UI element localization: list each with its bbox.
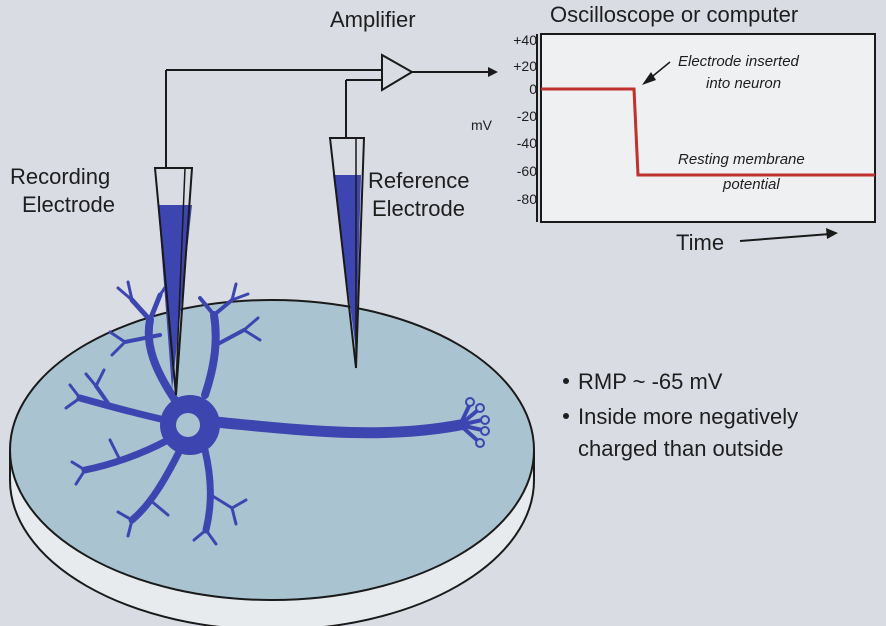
amplifier-label: Amplifier: [330, 7, 416, 32]
bullet-inside-negative-line2: charged than outside: [578, 436, 784, 461]
oscilloscope-title: Oscilloscope or computer: [550, 2, 798, 27]
petri-dish: [9, 299, 535, 626]
y-tick-label: -40: [517, 135, 537, 151]
neuron-soma: [160, 395, 220, 455]
y-tick-label: -80: [517, 191, 537, 207]
oscilloscope-panel: [536, 33, 876, 223]
y-tick-label: -20: [517, 108, 537, 124]
reference-electrode: [328, 79, 382, 369]
recording-electrode: [153, 69, 382, 396]
annotation-electrode-inserted-line2: into neuron: [706, 75, 781, 92]
y-tick-label: +20: [513, 58, 537, 74]
annotation-electrode-inserted-line1: Electrode inserted: [678, 53, 800, 70]
bullet-inside-negative-line1: Inside more negatively: [578, 404, 798, 429]
reference-electrode-label-line2: Electrode: [372, 196, 465, 221]
y-axis-label: mV: [471, 117, 493, 133]
y-axis: +40 +20 0 -20 -40 -60 -80 mV: [471, 32, 537, 207]
recording-electrode-label-line2: Electrode: [22, 192, 115, 217]
annotation-resting-potential-line2: potential: [722, 176, 780, 193]
bullet-dot-icon: [563, 378, 569, 384]
x-axis-label: Time: [676, 230, 724, 255]
axon-terminal-boutons: [465, 397, 490, 448]
y-tick-label: -60: [517, 163, 537, 179]
bullet-dot-icon: [563, 413, 569, 419]
membrane-potential-trace: [541, 87, 875, 177]
neuron: [64, 278, 484, 546]
y-tick-label: +40: [513, 32, 537, 48]
annotation-resting-potential-line1: Resting membrane: [678, 151, 805, 168]
annotation-arrow-icon: [642, 61, 671, 85]
y-tick-label: 0: [529, 81, 537, 97]
bullet-rmp: RMP ~ -65 mV: [578, 369, 723, 394]
bullet-list: RMP ~ -65 mV Inside more negatively char…: [563, 369, 798, 461]
recording-electrode-label-line1: Recording: [10, 164, 110, 189]
time-arrow-icon: [739, 228, 838, 242]
reference-electrode-label-line1: Reference: [368, 168, 470, 193]
amplifier-icon: [381, 53, 498, 92]
